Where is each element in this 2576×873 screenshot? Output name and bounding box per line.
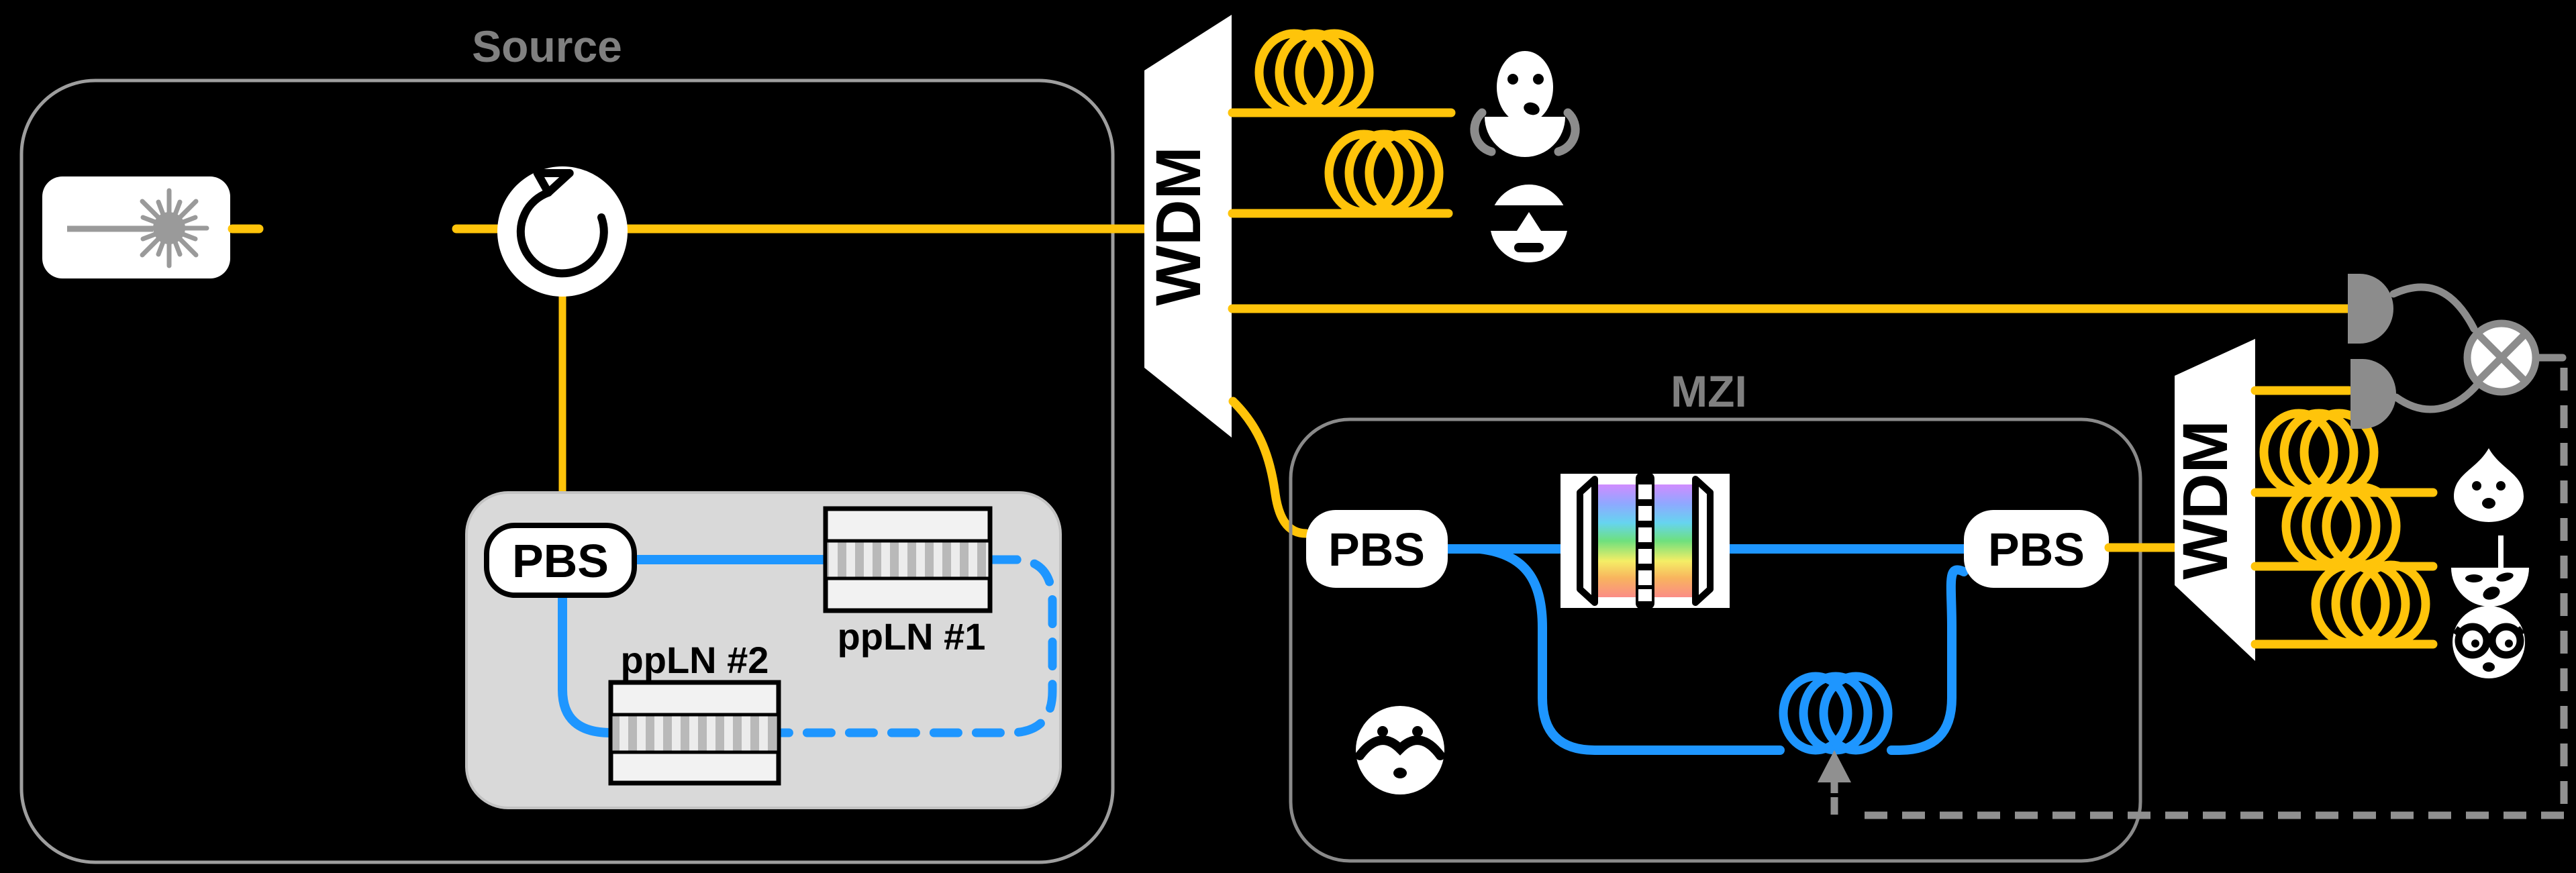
shades-user-icon [1486, 185, 1572, 262]
baby-user-icon [2454, 448, 2524, 522]
pbs-mzi-in: PBS [1306, 510, 1448, 588]
wdm-right-body [2175, 339, 2255, 661]
blue-path-pbs-to-ppln2 [558, 590, 615, 737]
blue-dashed-loop [777, 555, 1057, 737]
blue-mzi-bottom-arm-left [1475, 544, 1785, 755]
wdm-right-label: WDM [2170, 420, 2241, 579]
source-box-outline [19, 79, 1115, 864]
ppln-crystal-1: ppLN #1 [823, 506, 993, 658]
pbs-mzi-out-label: PBS [1988, 523, 2085, 576]
coincidence-unit-icon [2463, 319, 2540, 396]
wdm-left-label: WDM [1143, 146, 1214, 305]
ppln2-label: ppLN #2 [621, 639, 769, 681]
laser-starburst [129, 188, 209, 268]
pbs-mzi-out: PBS [1964, 510, 2109, 588]
wdm-left-body [1144, 15, 1232, 438]
mustache-user-icon [1355, 706, 1445, 794]
headset-user-icon [1470, 51, 1580, 157]
wire-detector-bottom [2392, 380, 2482, 413]
blue-mzi-bottom-arm-right [1887, 565, 1969, 755]
bangs-user-icon [2451, 535, 2529, 607]
circulator-icon [497, 166, 628, 297]
fiber-spool-icon-2 [1329, 134, 1439, 212]
right-wdm: WDM [2170, 339, 2255, 661]
pbs-source: PBS [484, 523, 637, 598]
glasses-user-icon [2453, 606, 2525, 678]
fiber-spool-icon-5 [2316, 565, 2426, 643]
circulator-arrowhead [533, 168, 574, 197]
detector-top-icon [2348, 274, 2393, 344]
wire-detector-top [2389, 283, 2478, 333]
mzi-box-outline [1289, 417, 2142, 863]
left-wdm: WDM [1143, 15, 1232, 438]
feedback-arrow-head [1818, 750, 1851, 782]
fiber-wdm-to-mzi [1228, 397, 1311, 538]
fiber-spool-icon-1 [1259, 34, 1369, 111]
ppln1-label: ppLN #1 [838, 615, 986, 658]
pulse-shaper-icon [1561, 472, 1730, 609]
detection-module [1818, 274, 2568, 819]
pbs-source-label: PBS [512, 535, 609, 587]
detector-bottom-icon [2350, 359, 2396, 429]
source-module: Source [19, 21, 1154, 864]
pbs-mzi-in-label: PBS [1328, 523, 1425, 576]
ppln-crystal-2: ppLN #2 [608, 639, 781, 786]
fiber-spool-icon-4 [2286, 487, 2396, 565]
source-box-title: Source [472, 21, 622, 71]
shaper-mask-slots [1638, 484, 1652, 601]
mzi-module: MZI PBS [1289, 366, 2142, 863]
mzi-box-title: MZI [1671, 366, 1747, 416]
laser-icon [42, 176, 230, 278]
delay-fiber-spool-icon [1779, 672, 1893, 755]
